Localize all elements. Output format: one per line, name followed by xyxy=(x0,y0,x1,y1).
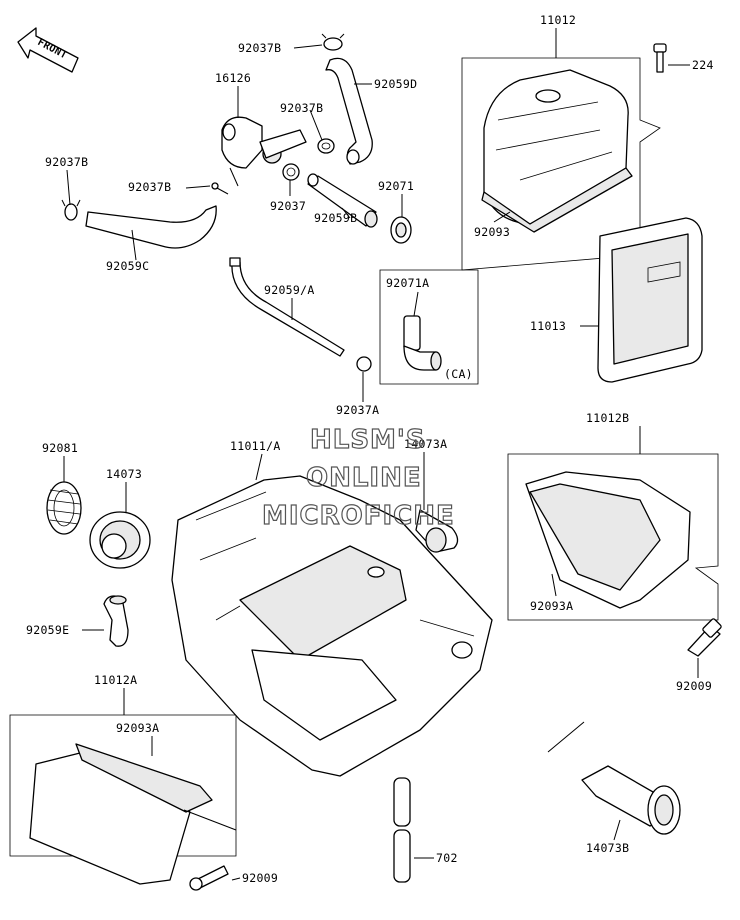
callout-ca-text: (CA) xyxy=(444,367,473,381)
elbow-92071a xyxy=(403,315,442,371)
hose-92059e xyxy=(103,595,129,647)
label-92071: 92071 xyxy=(378,179,414,193)
callout-box-11012a xyxy=(9,714,237,857)
label-14073: 14073 xyxy=(106,467,142,481)
tube-702 xyxy=(393,777,411,883)
label-14073a: 14073A xyxy=(404,437,447,451)
duct-14073 xyxy=(89,511,151,569)
label-92037b-left: 92037B xyxy=(45,155,88,169)
label-92071a: 92071A xyxy=(386,276,429,290)
valve-16126 xyxy=(221,116,307,187)
hose-92059a xyxy=(229,257,345,357)
label-702: 702 xyxy=(436,851,458,865)
label-16126: 16126 xyxy=(215,71,251,85)
label-92037: 92037 xyxy=(270,199,306,213)
hose-92059c xyxy=(85,205,217,249)
duct-14073b xyxy=(581,765,681,835)
label-11011a: 11011/A xyxy=(230,439,281,453)
callout-box-11012b xyxy=(507,453,719,621)
front-arrow-icon: FRONT xyxy=(17,27,79,73)
air-box-11011a xyxy=(171,475,493,777)
label-92037a: 92037A xyxy=(336,403,379,417)
cover-11012b xyxy=(525,471,691,609)
clamp-92037a xyxy=(356,356,372,372)
label-14073b: 14073B xyxy=(586,841,629,855)
label-92037b-top: 92037B xyxy=(238,41,281,55)
label-92093a-right: 92093A xyxy=(530,599,573,613)
label-11012a: 11012A xyxy=(94,673,137,687)
label-92059c: 92059C xyxy=(106,259,149,273)
label-92009-right: 92009 xyxy=(676,679,712,693)
label-92059a: 92059/A xyxy=(264,283,315,297)
label-224: 224 xyxy=(692,58,714,72)
label-92037b-small: 92037B xyxy=(128,180,171,194)
label-11012b: 11012B xyxy=(586,411,629,425)
label-11012: 11012 xyxy=(540,13,576,27)
bolt-224 xyxy=(653,43,667,73)
clamp-92037 xyxy=(282,163,300,181)
bolt-92009-right xyxy=(687,618,722,657)
label-92059d: 92059D xyxy=(374,77,417,91)
label-92093: 92093 xyxy=(474,225,510,239)
filter-element-11013 xyxy=(597,217,703,383)
watermark: HLSM'S ONLINE MICROFICHE xyxy=(261,424,455,531)
callout-box-ca xyxy=(379,269,479,385)
bolt-92009-bottom xyxy=(189,865,229,891)
callout-box-11012 xyxy=(461,57,661,271)
watermark-line-3: MICROFICHE xyxy=(262,501,455,531)
clamp-92037b-small xyxy=(211,182,229,195)
duct-14073a xyxy=(415,509,459,553)
leader-lines xyxy=(63,28,699,881)
label-92059b: 92059B xyxy=(314,211,357,225)
hose-92059b xyxy=(307,173,378,228)
clamp-92037b-mid xyxy=(317,138,335,154)
cover-11012 xyxy=(481,69,633,233)
spring-92081 xyxy=(46,481,82,535)
cover-11012a xyxy=(29,743,213,885)
clamp-92037b-top xyxy=(321,33,345,51)
watermark-line-2: ONLINE xyxy=(306,463,422,493)
watermark-line-1: HLSM'S xyxy=(310,425,426,455)
label-92009-bottom: 92009 xyxy=(242,871,278,885)
grommet-92071 xyxy=(390,216,412,244)
hose-92059d xyxy=(325,57,373,165)
label-92037b-mid: 92037B xyxy=(280,101,323,115)
label-92093a-left: 92093A xyxy=(116,721,159,735)
label-92059e: 92059E xyxy=(26,623,69,637)
label-92081: 92081 xyxy=(42,441,78,455)
clamp-92037b-left xyxy=(61,199,81,221)
label-11013: 11013 xyxy=(530,319,566,333)
